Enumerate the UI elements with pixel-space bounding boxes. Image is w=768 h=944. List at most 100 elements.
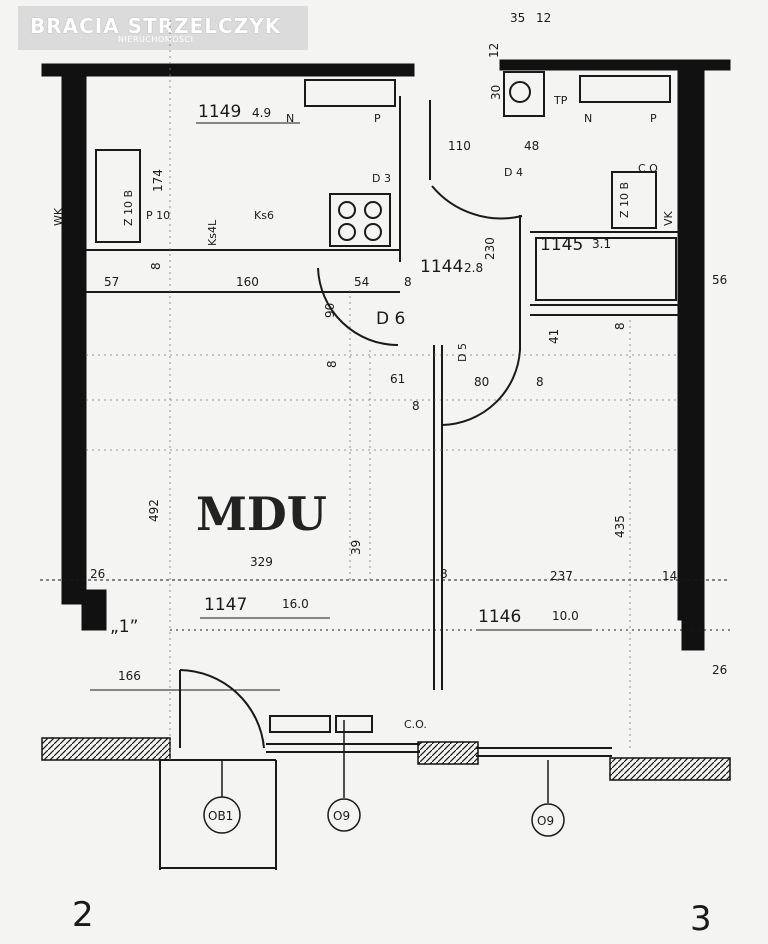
room-1145-number: 1145 [540,235,583,255]
construction-lines [86,20,680,760]
washbasin [611,171,657,229]
label-co1: C O [638,162,658,175]
dim-26a: 26 [90,567,105,581]
cooktop [329,193,391,247]
dim-110: 110 [448,139,471,153]
dim-30: 30 [489,85,503,100]
label-d5: D 5 [456,343,469,362]
room-1145-area: 3.1 [592,237,611,251]
label-p2: P [650,112,657,125]
dim-8b: 8 [149,262,163,270]
dim-39: 39 [349,540,363,555]
burner-2 [364,201,382,219]
top-wall-right [499,59,731,71]
room-1147-number: 1147 [204,595,247,615]
dimension-labels: 35 12 12 30 174 57 160 54 8 8 230 90 8 6… [90,11,727,683]
room-1144-number: 1144 [420,257,463,277]
watermark-subtitle: NIERUCHOMOŚCI [118,35,194,44]
dim-8f: 8 [613,322,627,330]
label-n1: N [286,112,294,125]
label-ks6: Ks6 [254,209,274,222]
label-quote-1: „1” [110,617,138,637]
sill-right [609,757,731,781]
room-1149-number: 1149 [198,102,241,122]
label-mdu-stamp: MDU [196,487,327,541]
sill-left [41,737,171,761]
code-labels: P 10 Ks4L Ks6 Z 10 B Z 10 B WK VK TP N N… [52,94,675,731]
burner-1 [338,201,356,219]
partitions [40,96,730,870]
dim-237: 237 [550,569,573,583]
dim-8e: 8 [536,375,544,389]
dim-35: 35 [510,11,525,25]
dim-61: 61 [390,372,405,386]
fridge [95,149,141,243]
dim-8g: 8 [440,567,448,581]
hall-door-arc [317,267,399,346]
marker-ob1: OB1 [208,809,233,823]
dim-174: 174 [151,169,165,192]
dim-435: 435 [613,515,627,538]
dim-230: 230 [483,237,497,260]
marker-labels: OB1 O9 O9 [208,809,554,828]
bathtub [535,237,677,301]
label-p10: P 10 [146,209,170,222]
sill-walls [41,737,731,781]
label-vk: VK [662,210,675,226]
label-n2: N [584,112,592,125]
room-1144-area: 2.8 [464,261,483,275]
room-labels: 1149 4.9 1144 2.8 1145 3.1 1147 16.0 114… [196,102,611,631]
grid-axis-labels: 2 3 [72,895,712,939]
dim-48: 48 [524,139,539,153]
label-wk: WK [52,207,65,226]
window-frame-left [304,79,396,107]
watermark-title: BRACIA STRZELCZYK [30,14,282,38]
dim-329: 329 [250,555,273,569]
window-frame-right [579,75,671,103]
room-1146-number: 1146 [478,607,521,627]
room-1147-area: 16.0 [282,597,309,611]
dim-8a: 8 [404,275,412,289]
dim-160: 160 [236,275,259,289]
dim-8d: 8 [412,399,420,413]
dim-90: 90 [323,303,337,318]
label-co2: C.O. [404,718,427,731]
label-z10b-2: Z 10 B [618,182,631,218]
dim-54: 54 [354,275,369,289]
door-swings [179,185,523,749]
boiler-circle [509,81,531,103]
label-tp: TP [553,94,568,107]
label-ks4l: Ks4L [206,219,219,246]
label-p1: P [374,112,381,125]
sill-middle [417,741,479,765]
dim-492: 492 [147,499,161,522]
right-column-wall [677,59,705,621]
dim-56: 56 [712,273,727,287]
o9a-circle [327,798,361,832]
wc-door-arc [431,185,523,220]
kitchen-equipment [95,71,677,733]
dim-166: 166 [118,669,141,683]
burner-4 [364,223,382,241]
dim-14: 14 [662,569,677,583]
bath-door-arc [441,349,521,426]
dim-41: 41 [547,329,561,344]
radiator-2 [335,715,373,733]
top-wall-left [41,63,415,77]
watermark-box [18,6,308,50]
marker-o9a: O9 [333,809,350,823]
left-wall-block [81,589,107,631]
marker-o9b: O9 [537,814,554,828]
label-z10b: Z 10 B [122,190,135,226]
label-d3: D 3 [372,172,391,185]
dim-12a: 12 [536,11,551,25]
boiler [503,71,545,117]
dim-26b: 26 [712,663,727,677]
left-wall-upper [61,63,87,605]
axis-markers [203,720,565,837]
balcony-door-arc [179,669,265,749]
label-d6: D 6 [376,309,405,329]
dim-80: 80 [474,375,489,389]
room-1149-area: 4.9 [252,106,271,120]
